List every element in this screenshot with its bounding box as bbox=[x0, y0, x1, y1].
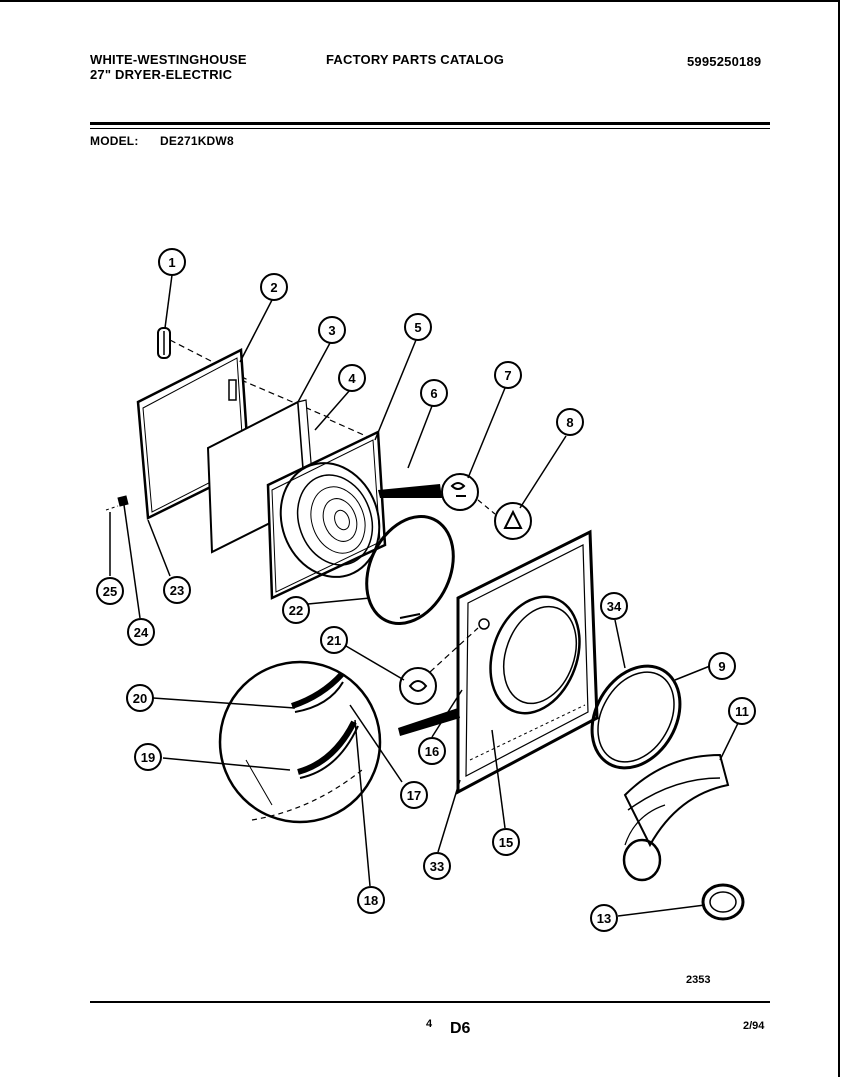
callout-5: 5 bbox=[404, 313, 432, 341]
callout-9-label: 9 bbox=[718, 659, 725, 674]
callout-17-label: 17 bbox=[407, 788, 421, 803]
callout-21: 21 bbox=[320, 626, 348, 654]
callout-3-label: 3 bbox=[328, 323, 335, 338]
callout-13: 13 bbox=[590, 904, 618, 932]
callout-1-label: 1 bbox=[168, 255, 175, 270]
callout-21-label: 21 bbox=[327, 633, 341, 648]
callout-23: 23 bbox=[163, 576, 191, 604]
page-frame-right bbox=[838, 0, 840, 1077]
hinge-bracket-part bbox=[378, 473, 479, 511]
door-seal-ring-part bbox=[590, 664, 682, 770]
callout-23-label: 23 bbox=[170, 583, 184, 598]
callout-25: 25 bbox=[96, 577, 124, 605]
leader-lines bbox=[109, 274, 743, 917]
callout-15-label: 15 bbox=[499, 835, 513, 850]
bushing-ring-part bbox=[701, 883, 745, 921]
callout-6: 6 bbox=[420, 379, 448, 407]
duct-part bbox=[622, 753, 730, 882]
callout-bubbles: 1 2 3 4 5 6 7 8 25 23 22 24 21 20 19 16 … bbox=[96, 248, 756, 932]
catalog-number: 5995250189 bbox=[687, 54, 762, 69]
callout-25-label: 25 bbox=[103, 584, 117, 599]
model-value: DE271KDW8 bbox=[160, 134, 234, 148]
callout-4: 4 bbox=[338, 364, 366, 392]
callout-34-label: 34 bbox=[607, 599, 622, 614]
callout-18: 18 bbox=[357, 886, 385, 914]
door-catch-part bbox=[494, 502, 532, 540]
revision-date: 2/94 bbox=[743, 1020, 765, 1032]
callout-8-label: 8 bbox=[566, 415, 573, 430]
callout-8: 8 bbox=[556, 408, 584, 436]
callout-24-label: 24 bbox=[134, 625, 149, 640]
callout-9: 9 bbox=[708, 652, 736, 680]
brand-name: WHITE-WESTINGHOUSE bbox=[90, 52, 247, 67]
section-code: D6 bbox=[450, 1020, 471, 1037]
callout-7-label: 7 bbox=[504, 368, 511, 383]
door-gasket-ring-part bbox=[365, 515, 455, 625]
detail-magnifier-circle bbox=[218, 660, 460, 824]
callout-11: 11 bbox=[728, 697, 756, 725]
callout-16-label: 16 bbox=[425, 744, 439, 759]
callout-34: 34 bbox=[600, 592, 628, 620]
callout-22-label: 22 bbox=[289, 603, 303, 618]
header-rule-thick bbox=[90, 122, 770, 125]
callout-24: 24 bbox=[127, 618, 155, 646]
callout-22: 22 bbox=[282, 596, 310, 624]
callout-1: 1 bbox=[158, 248, 186, 276]
callout-33-label: 33 bbox=[430, 859, 444, 874]
catalog-title: FACTORY PARTS CATALOG bbox=[326, 52, 505, 67]
front-panel-part bbox=[456, 529, 599, 795]
callout-2: 2 bbox=[260, 273, 288, 301]
callout-19-label: 19 bbox=[141, 750, 155, 765]
door-handle-clip-part bbox=[157, 327, 171, 359]
callout-20-label: 20 bbox=[133, 691, 147, 706]
callout-11-label: 11 bbox=[735, 704, 749, 719]
callout-5-label: 5 bbox=[414, 320, 421, 335]
footer-rule bbox=[90, 1001, 770, 1003]
callout-19: 19 bbox=[134, 743, 162, 771]
model-label: MODEL: bbox=[90, 134, 139, 148]
screw-parts bbox=[105, 495, 129, 511]
page-number: 4 bbox=[426, 1018, 433, 1030]
callout-18-label: 18 bbox=[364, 893, 378, 908]
product-name: 27" DRYER-ELECTRIC bbox=[90, 67, 233, 82]
door-switch-part bbox=[399, 667, 437, 705]
header-rule-thin bbox=[90, 128, 770, 129]
callout-20: 20 bbox=[126, 684, 154, 712]
callout-33: 33 bbox=[423, 852, 451, 880]
callout-16: 16 bbox=[418, 737, 446, 765]
callout-13-label: 13 bbox=[597, 911, 611, 926]
page-frame-top bbox=[0, 0, 840, 2]
callout-2-label: 2 bbox=[270, 280, 277, 295]
diagram-code: 2353 bbox=[686, 974, 711, 986]
callout-3: 3 bbox=[318, 316, 346, 344]
callout-6-label: 6 bbox=[430, 386, 437, 401]
callout-4-label: 4 bbox=[348, 371, 356, 386]
callout-7: 7 bbox=[494, 361, 522, 389]
callout-15: 15 bbox=[492, 828, 520, 856]
callout-17: 17 bbox=[400, 781, 428, 809]
